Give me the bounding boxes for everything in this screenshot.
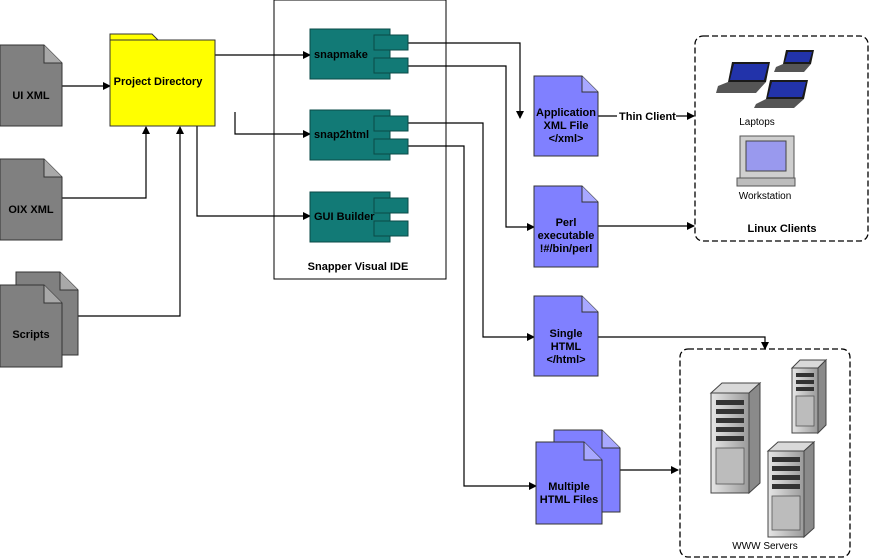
edge-project-snap2html <box>234 112 311 138</box>
gui-builder-label: GUI Builder <box>314 211 375 223</box>
edge-snapmake-appxml <box>408 42 524 119</box>
thin-client-label: Thin Client <box>619 111 676 123</box>
edge-oixxml-project <box>62 126 150 199</box>
snap2html-label: snap2html <box>314 129 369 141</box>
www-servers-group: WWW Servers <box>679 348 851 558</box>
laptop-icon <box>716 62 770 93</box>
output-app-xml: Application XML File </xml> <box>533 75 599 157</box>
server-icon <box>766 440 816 539</box>
workstation-label: Workstation <box>739 191 792 202</box>
www-servers-label: WWW Servers <box>732 541 798 552</box>
single-html-line-3: </html> <box>546 354 585 366</box>
edge-scripts-project <box>78 126 184 317</box>
edge-snap2html-multiple <box>408 145 537 490</box>
gui-builder-component: GUI Builder <box>309 191 409 243</box>
snapmake-label: snapmake <box>314 49 368 61</box>
laptop-icon <box>754 80 808 108</box>
edge-snap2html-single <box>408 122 535 341</box>
server-icon <box>709 381 762 495</box>
edge-single-servers <box>598 336 769 350</box>
output-single-html: Single HTML </html> <box>533 295 599 377</box>
perl-line-2: executable <box>538 230 595 242</box>
ui-xml-label: UI XML <box>12 90 50 102</box>
multiple-html-line-1: Multiple <box>548 481 590 493</box>
oix-xml-label: OIX XML <box>8 204 54 216</box>
perl-line-1: Perl <box>556 217 577 229</box>
laptops-label: Laptops <box>739 117 775 128</box>
snap2html-component: snap2html <box>309 109 409 161</box>
linux-clients-title: Linux Clients <box>747 223 816 235</box>
app-xml-line-3: </xml> <box>549 133 584 145</box>
single-html-line-1: Single <box>549 328 582 340</box>
app-xml-line-2: XML File <box>543 120 588 132</box>
linux-clients-group: Laptops Workstation Linux Clients <box>694 35 869 242</box>
scripts-label: Scripts <box>12 329 49 341</box>
output-perl: Perl executable !#/bin/perl <box>533 185 599 268</box>
laptop-icon <box>774 50 814 72</box>
multiple-html-line-2: HTML Files <box>540 494 598 506</box>
edge-snapmake-perl <box>408 65 535 231</box>
snapmake-component: snapmake <box>309 28 409 80</box>
snapper-ide-container: Snapper Visual IDE <box>273 0 447 280</box>
input-scripts: Scripts <box>0 271 79 368</box>
input-ui-xml: UI XML <box>0 44 63 127</box>
connectors <box>62 42 769 490</box>
server-icon <box>790 358 828 435</box>
project-directory-folder: Project Directory <box>109 33 216 127</box>
input-oix-xml: OIX XML <box>0 158 63 241</box>
single-html-line-2: HTML <box>551 341 582 353</box>
workstation-icon <box>736 135 796 187</box>
snapper-ide-title: Snapper Visual IDE <box>308 261 409 273</box>
app-xml-line-1: Application <box>536 107 596 119</box>
project-directory-label: Project Directory <box>114 76 204 88</box>
output-multiple-html: Multiple HTML Files <box>535 429 621 525</box>
edge-project-guibuilder <box>193 120 311 220</box>
perl-line-3: !#/bin/perl <box>540 243 593 255</box>
